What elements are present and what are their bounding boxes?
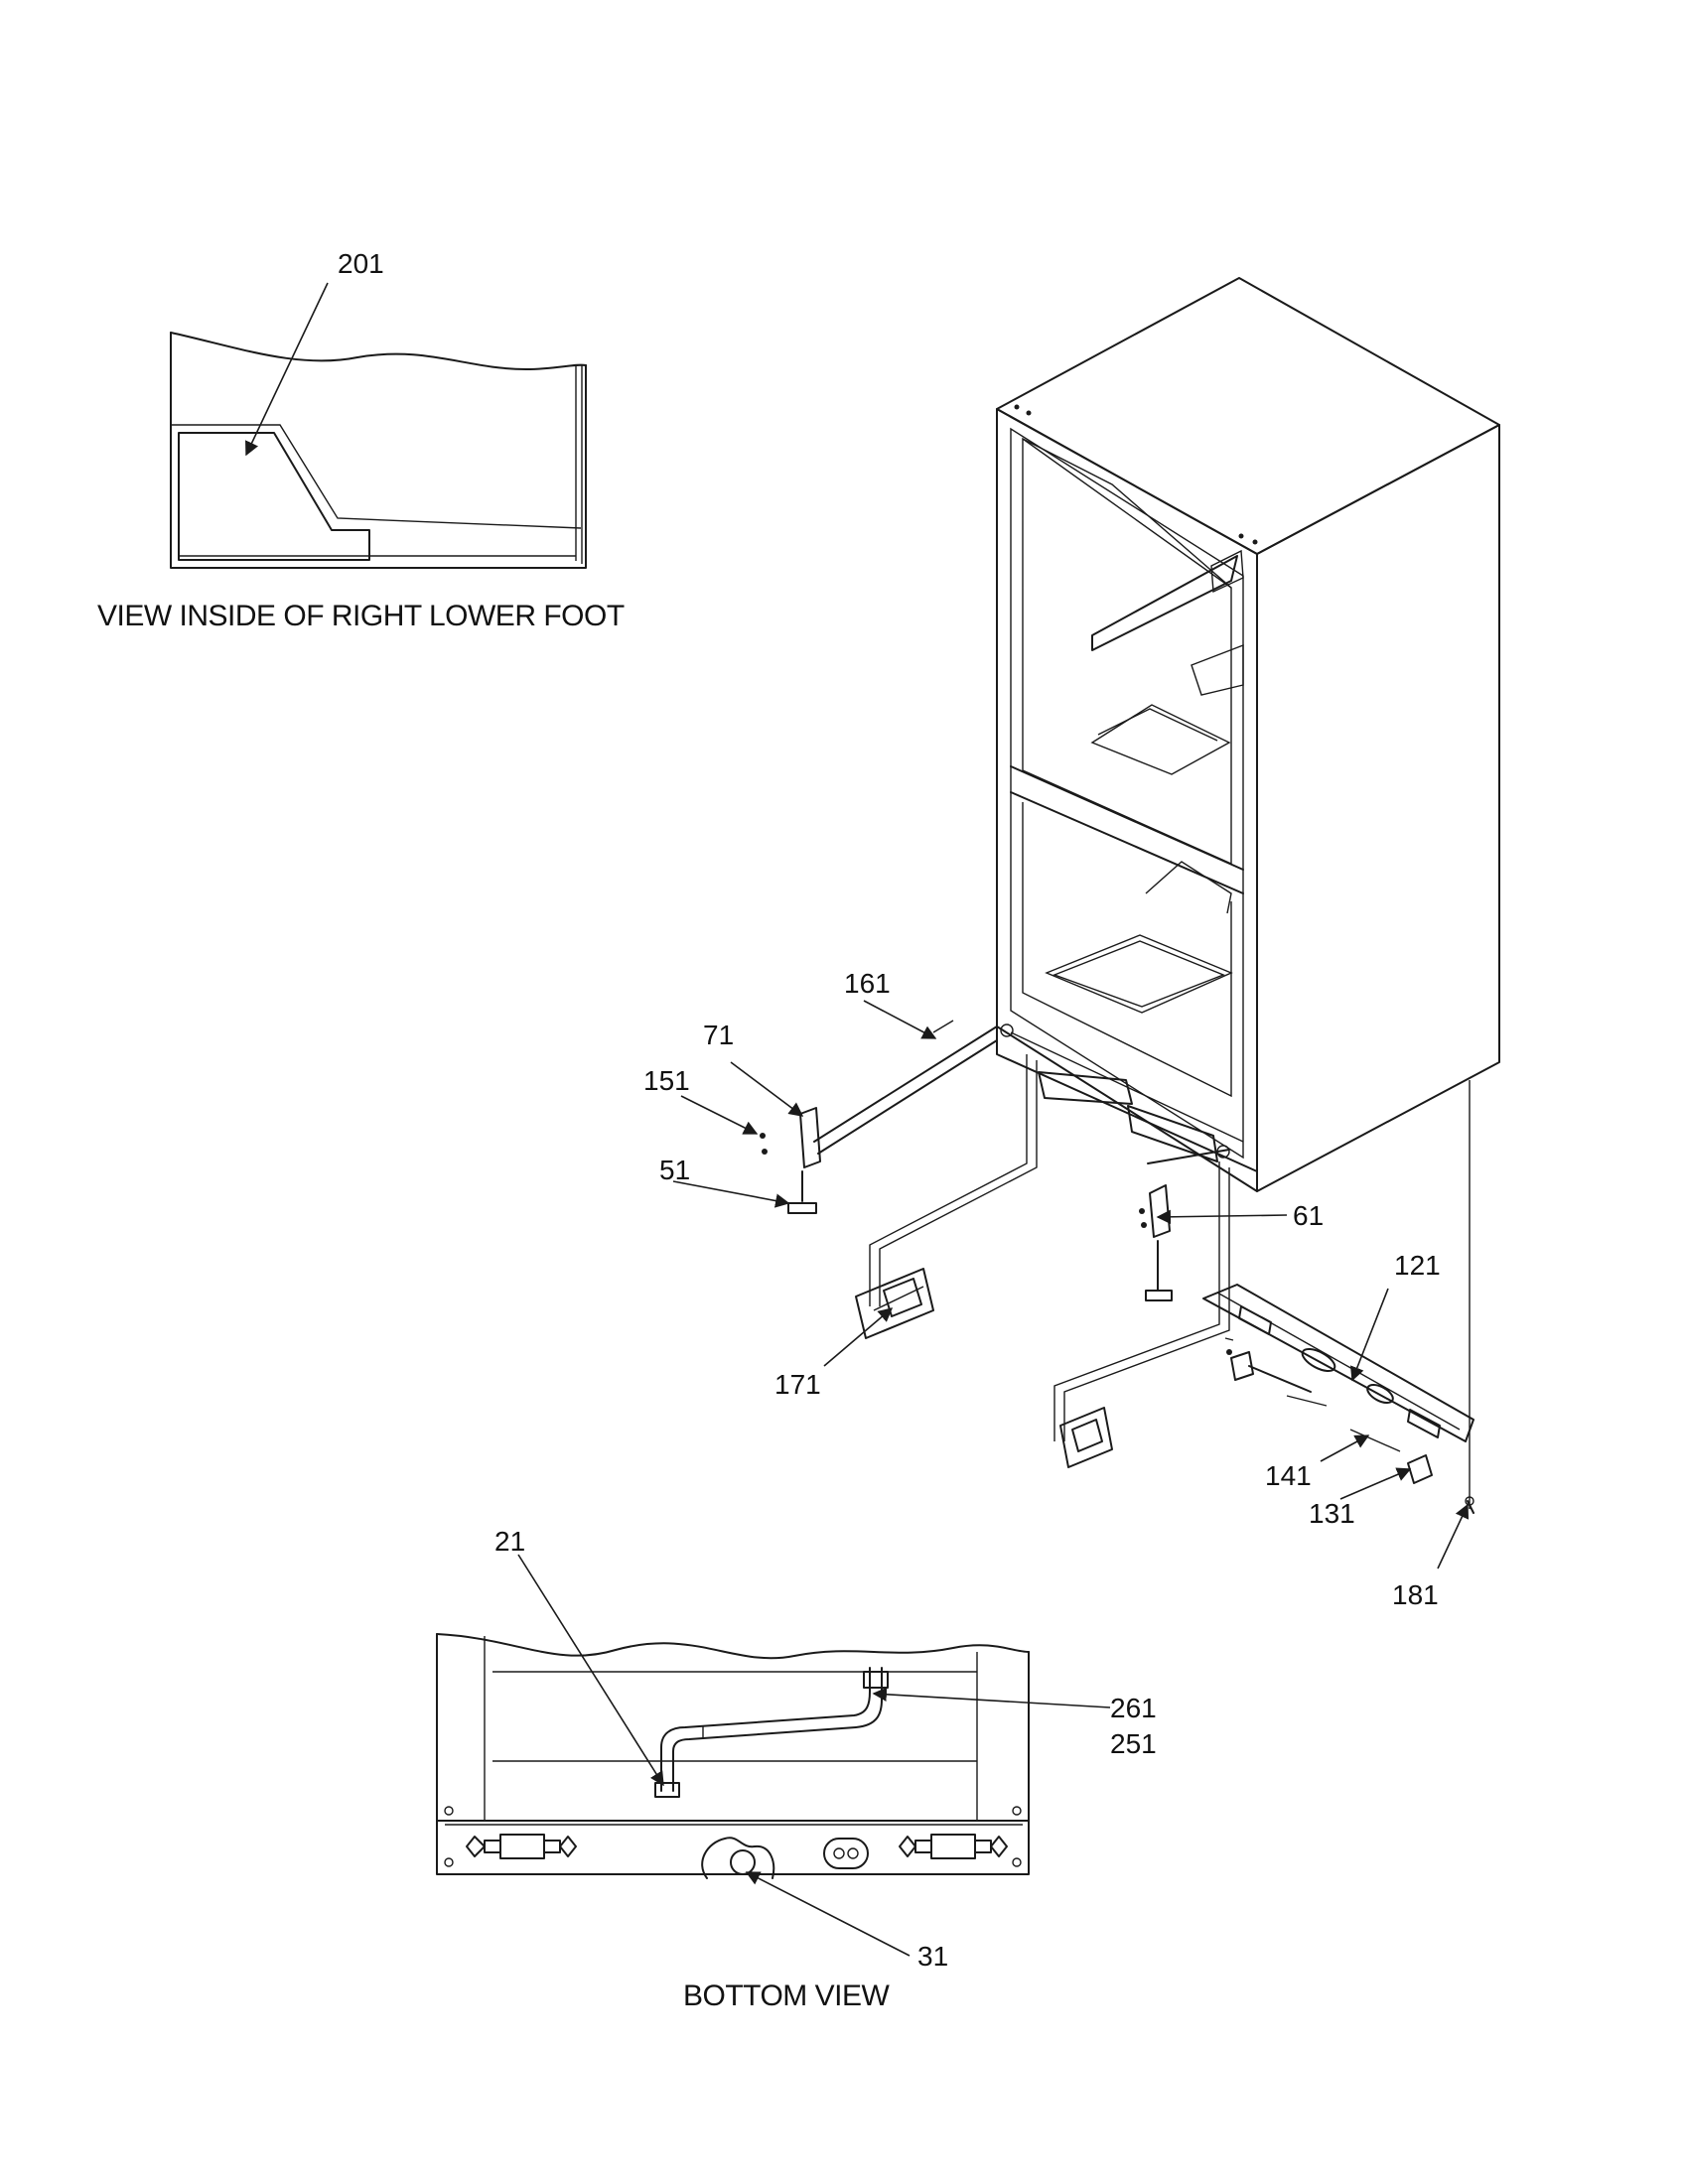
- callout-21: 21: [494, 1526, 525, 1557]
- leader-141: [1320, 1434, 1370, 1462]
- callout-131: 131: [1309, 1498, 1355, 1529]
- callout-161: 161: [844, 968, 891, 999]
- leader-31: [745, 1871, 911, 1957]
- inset-right-lower-foot: [170, 332, 587, 569]
- leader-171: [823, 1307, 894, 1367]
- callout-141: 141: [1265, 1460, 1312, 1491]
- callout-31: 31: [917, 1941, 948, 1972]
- callout-181: 181: [1392, 1579, 1439, 1610]
- bottom-view: [436, 1633, 1030, 1879]
- leader-121: [1350, 1288, 1389, 1382]
- callout-251: 251: [1110, 1728, 1157, 1759]
- right-hinge-assembly: [1053, 1149, 1230, 1468]
- callout-labels: 201 161 71 151 51 61 121 171 141 131 181…: [338, 248, 1441, 1972]
- callout-201: 201: [338, 248, 384, 279]
- inset-caption: VIEW INSIDE OF RIGHT LOWER FOOT: [97, 600, 625, 632]
- leader-261: [872, 1687, 1111, 1708]
- refrigerator-cabinet: [996, 277, 1500, 1509]
- callout-171: 171: [774, 1369, 821, 1400]
- leader-161: [863, 1000, 937, 1039]
- callout-121: 121: [1394, 1250, 1441, 1281]
- bracket-assembly: [1202, 1284, 1474, 1514]
- callout-61: 61: [1293, 1200, 1324, 1231]
- bottom-view-caption: BOTTOM VIEW: [683, 1979, 890, 2012]
- leader-131: [1339, 1467, 1412, 1500]
- callout-151: 151: [643, 1065, 690, 1096]
- leader-61: [1156, 1209, 1288, 1224]
- leader-51: [672, 1180, 790, 1208]
- leader-181: [1437, 1503, 1470, 1570]
- callout-261: 261: [1110, 1693, 1157, 1723]
- leader-lines: [245, 282, 1470, 1957]
- leader-201: [245, 282, 329, 457]
- left-hinge-assembly: [760, 1020, 1038, 1339]
- callout-71: 71: [703, 1020, 734, 1050]
- leader-71: [730, 1061, 804, 1117]
- leader-151: [680, 1095, 759, 1135]
- callout-51: 51: [659, 1155, 690, 1185]
- leader-21: [517, 1554, 664, 1787]
